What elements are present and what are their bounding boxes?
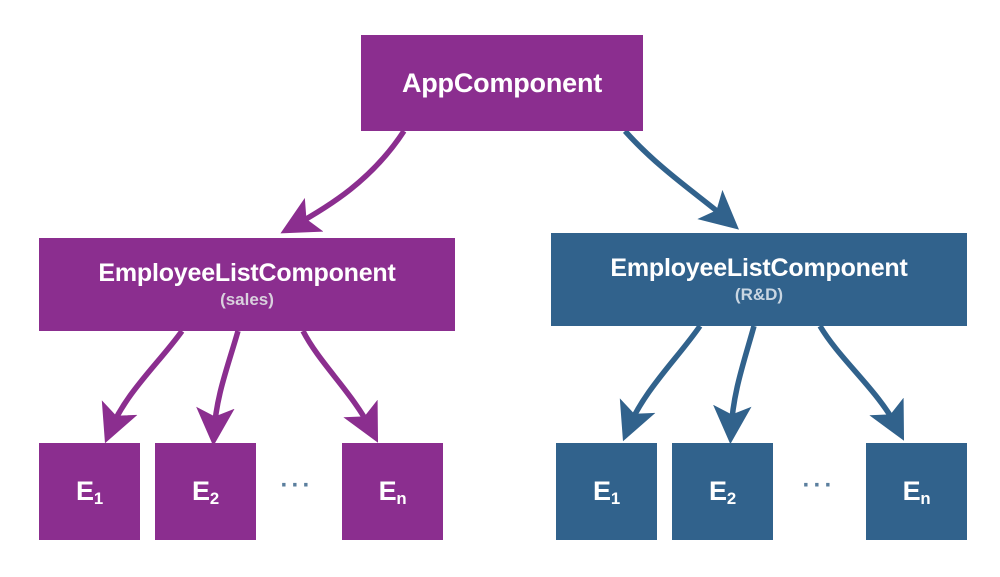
node-employee-sales-2-label: E2 (192, 476, 219, 508)
leaf-base: E (378, 476, 397, 507)
edge-app-to-rd (622, 129, 739, 230)
edge-rd-to-e2 (713, 325, 757, 445)
leaf-base: E (76, 476, 94, 507)
node-employee-rd-n[interactable]: En (866, 443, 967, 540)
edge-rd-to-e1 (619, 324, 703, 442)
node-employee-list-rd-label: EmployeeListComponent (610, 254, 908, 283)
node-employee-list-sales[interactable]: EmployeeListComponent (sales) (39, 238, 455, 331)
node-employee-list-rd[interactable]: EmployeeListComponent (R&D) (551, 233, 967, 326)
leaf-subscript: n (396, 489, 407, 508)
node-employee-sales-1-label: E1 (76, 476, 103, 508)
leaf-subscript: n (920, 489, 931, 508)
node-employee-list-sales-subtitle: (sales) (220, 289, 274, 309)
node-employee-sales-n-label: En (378, 476, 407, 508)
edge-sales-to-e2 (196, 330, 241, 447)
node-app-component-label: AppComponent (401, 67, 603, 98)
leaf-base: E (902, 476, 921, 507)
node-employee-list-rd-subtitle: (R&D) (734, 284, 784, 304)
leaf-subscript: 2 (209, 489, 219, 508)
leaf-base: E (709, 476, 727, 507)
ellipsis-rd: ··· (802, 472, 836, 499)
node-employee-list-sales-label: EmployeeListComponent (98, 259, 396, 288)
edge-app-to-sales (280, 129, 407, 234)
node-employee-sales-2[interactable]: E2 (155, 443, 256, 540)
edge-sales-to-en (300, 329, 379, 443)
leaf-base: E (593, 476, 611, 507)
ellipsis-sales: ··· (280, 472, 314, 499)
node-employee-rd-2-label: E2 (709, 476, 736, 508)
leaf-subscript: 1 (610, 489, 620, 508)
edge-rd-to-en (817, 324, 905, 441)
node-employee-rd-n-label: En (902, 476, 931, 508)
leaf-subscript: 1 (93, 489, 103, 508)
node-employee-sales-n[interactable]: En (342, 443, 443, 540)
node-employee-rd-1-label: E1 (593, 476, 620, 508)
leaf-base: E (192, 476, 210, 507)
node-app-component[interactable]: AppComponent (361, 35, 643, 131)
leaf-subscript: 2 (726, 489, 736, 508)
node-employee-sales-1[interactable]: E1 (39, 443, 140, 540)
edge-sales-to-e1 (101, 329, 185, 444)
node-employee-rd-2[interactable]: E2 (672, 443, 773, 540)
node-employee-rd-1[interactable]: E1 (556, 443, 657, 540)
